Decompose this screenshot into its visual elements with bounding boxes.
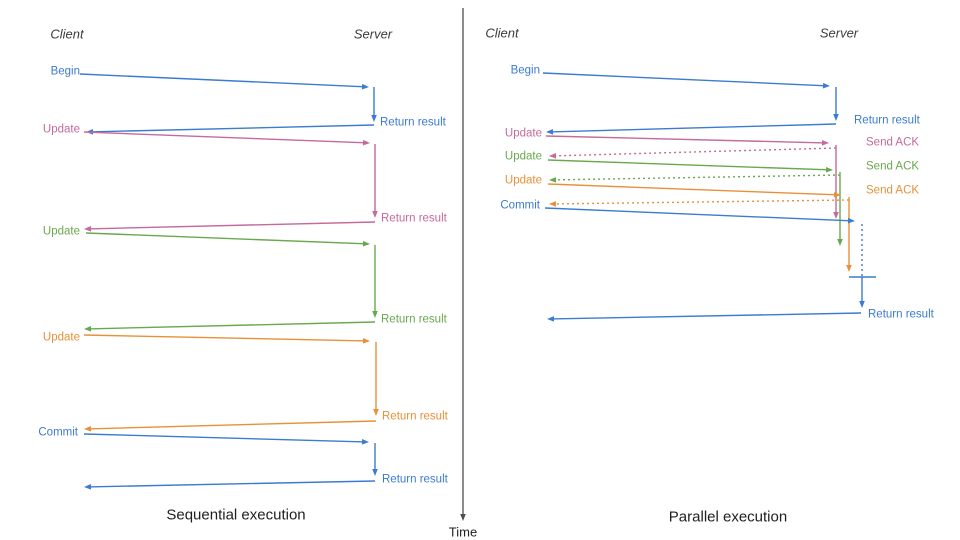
seq-update3-processing-arrowhead: [373, 409, 379, 416]
seq-commit-processing-arrowhead: [372, 469, 378, 476]
seq-commit-processing: [372, 443, 378, 476]
par-begin-request-arrowhead: [822, 82, 830, 89]
seq-update2-processing-arrowhead: [372, 311, 378, 318]
seq-update3-response-arrowhead: [84, 426, 92, 432]
seq-update2-response-arrowhead: [84, 326, 92, 332]
par-update3-request-arrowhead: [833, 191, 841, 198]
time-axis-line-arrowhead: [460, 514, 466, 521]
seq-begin-request: [79, 73, 369, 90]
par-update1-processing: [833, 145, 839, 219]
seq-update3-response: [84, 420, 377, 432]
par-update1-request-arrowhead: [821, 140, 829, 146]
par-commit-response-arrowhead: [547, 316, 555, 322]
par-update3-ack-arrowhead: [549, 201, 557, 207]
par-update1-processing-arrowhead: [833, 212, 839, 219]
seq-commit-response: [84, 480, 376, 490]
par-begin-response: [546, 123, 837, 135]
seq-update2-request-arrowhead: [362, 240, 370, 247]
par-update1-ack: [549, 147, 837, 159]
seq-update1-request-arrowhead: [362, 139, 370, 146]
par-commit-response: [547, 312, 862, 322]
seq-update1-processing-arrowhead: [372, 211, 378, 218]
seq-update3-request-arrowhead: [362, 338, 370, 344]
seq-commit-response-arrowhead: [84, 484, 92, 490]
par-update1-ack-arrowhead: [549, 153, 557, 159]
seq-begin-processing: [371, 87, 377, 122]
par-commit-request-arrowhead: [847, 217, 855, 224]
par-update3-ack: [549, 199, 850, 207]
par-commit-request: [544, 207, 855, 224]
seq-update3-request: [83, 334, 370, 344]
par-update2-processing: [837, 172, 843, 246]
par-commit-processing: [859, 277, 865, 308]
par-commit-processing-arrowhead: [859, 301, 865, 308]
time-axis-line: [460, 8, 466, 521]
seq-commit-request-arrowhead: [361, 439, 369, 445]
seq-update2-processing: [372, 245, 378, 318]
par-update2-ack: [549, 174, 841, 183]
par-begin-request: [542, 72, 830, 89]
par-update2-request-arrowhead: [825, 166, 833, 173]
par-update3-processing-arrowhead: [846, 265, 852, 272]
seq-begin-processing-arrowhead: [371, 115, 377, 122]
seq-commit-request: [83, 433, 369, 445]
par-update1-request: [545, 135, 829, 146]
par-update2-ack-arrowhead: [549, 177, 557, 183]
par-begin-response-arrowhead: [546, 129, 554, 135]
par-update3-request: [547, 183, 841, 198]
par-begin-processing-arrowhead: [833, 114, 839, 121]
seq-update1-request: [83, 131, 370, 146]
par-begin-processing: [833, 87, 839, 121]
seq-update3-processing: [373, 342, 379, 416]
seq-update1-response-arrowhead: [84, 226, 92, 232]
seq-update2-request: [85, 232, 370, 247]
par-update2-request: [547, 159, 833, 173]
seq-update1-response: [84, 221, 376, 232]
par-update2-processing-arrowhead: [837, 239, 843, 246]
par-update3-processing: [846, 197, 852, 272]
seq-update2-response: [84, 321, 376, 332]
seq-update1-processing: [372, 144, 378, 218]
seq-begin-request-arrowhead: [361, 83, 369, 90]
